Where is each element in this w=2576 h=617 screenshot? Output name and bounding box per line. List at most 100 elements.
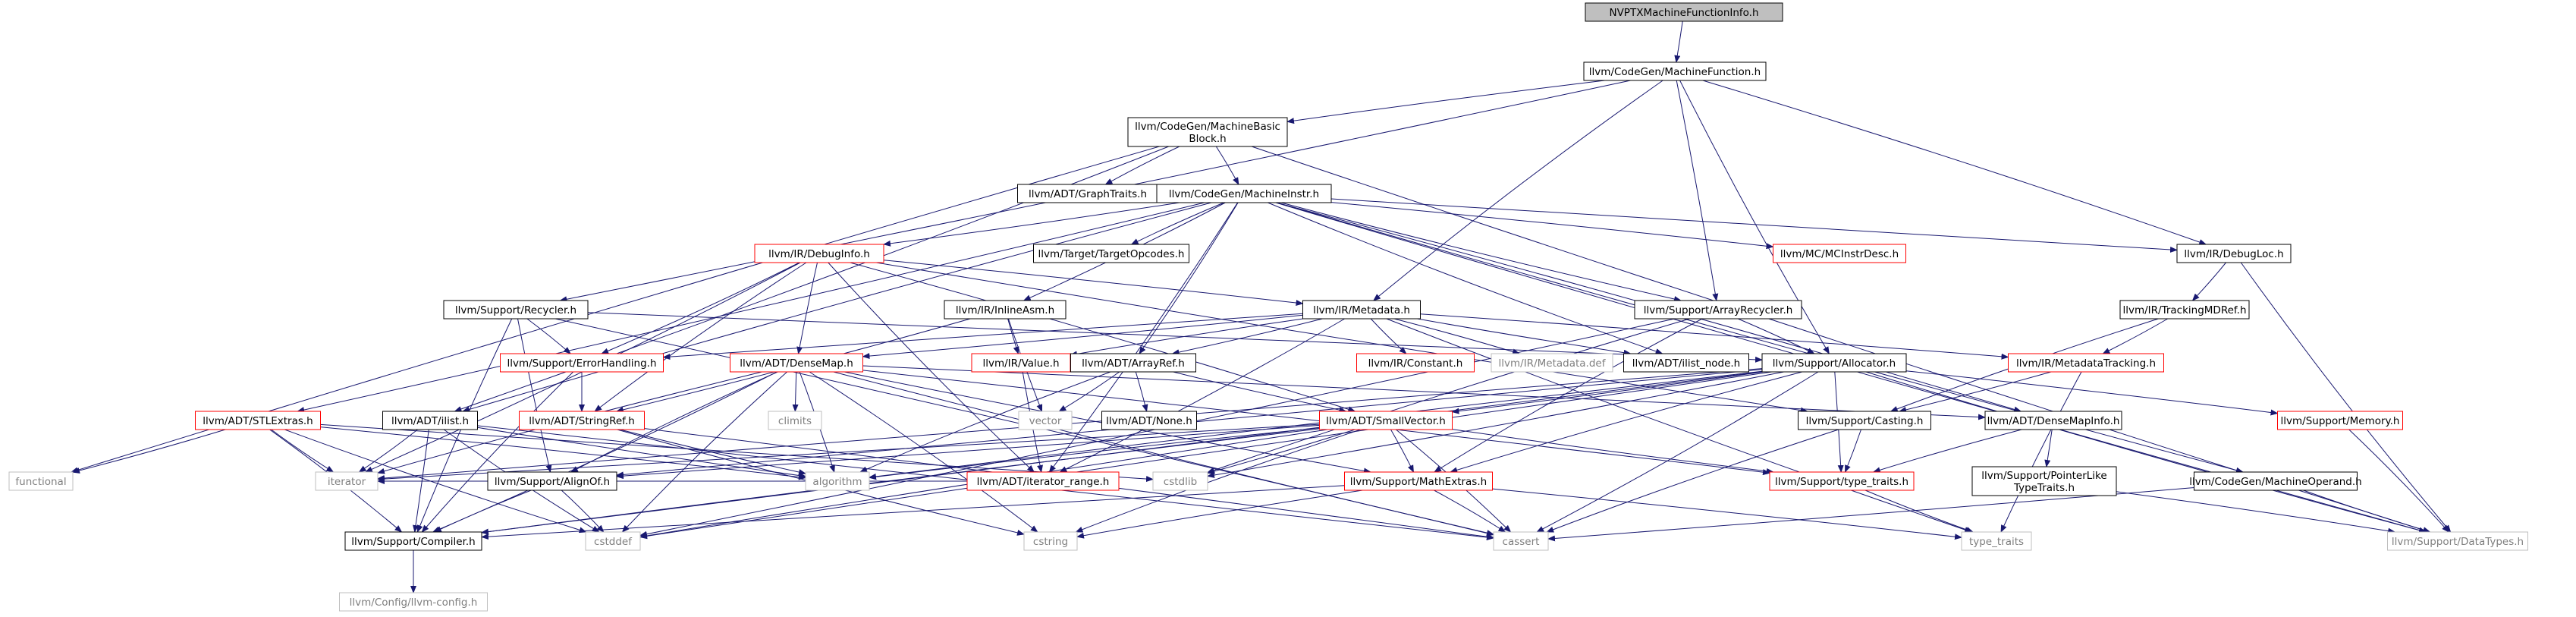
node-none[interactable]: llvm/ADT/None.h [1101,411,1197,430]
node-di[interactable]: llvm/IR/DebugInfo.h [754,244,884,263]
node-llvmcfg: llvm/Config/llvm-config.h [339,592,488,612]
node-to[interactable]: llvm/Target/TargetOpcodes.h [1033,244,1189,263]
node-md[interactable]: llvm/IR/Metadata.h [1302,300,1421,320]
node-mi[interactable]: llvm/CodeGen/MachineInstr.h [1156,184,1332,203]
edge-alignof-to-comp [433,490,532,533]
header-nodes: NVPTXMachineFunctionInfo.h llvm/CodeGen/M… [8,2,2528,612]
node-box [1971,466,2117,496]
edge-stle-to-iterator [271,429,335,473]
node-irange[interactable]: llvm/ADT/iterator_range.h [966,471,1120,491]
node-sv[interactable]: llvm/ADT/SmallVector.h [1319,411,1453,430]
node-label: llvm/ADT/None.h [1106,415,1192,427]
edge-eh-to-comp [421,371,574,533]
node-gt[interactable]: llvm/ADT/GraphTraits.h [1017,184,1158,203]
edge-md-to-type_traits [1386,318,1973,533]
edge-aref-to-none [1135,371,1148,412]
edge-di-to-md [883,260,1304,306]
edge-di-to-cast [876,262,1808,414]
node-label: llvm/Support/Memory.h [2281,415,2400,427]
edge-tmd-to-mdt [2102,318,2168,354]
node-dl[interactable]: llvm/IR/DebugLoc.h [2176,244,2292,263]
node-label: llvm/ADT/DenseMap.h [740,357,853,370]
node-label: llvm/IR/MetadataTracking.h [2016,357,2156,370]
node-ilnode[interactable]: llvm/ADT/ilist_node.h [1623,353,1749,373]
node-label: iterator [328,476,366,488]
edge-md-to-dm [862,314,1303,360]
node-label-line2: TypeTraits.h [2013,482,2075,494]
node-alignof[interactable]: llvm/Support/AlignOf.h [487,471,617,491]
node-sref[interactable]: llvm/ADT/StringRef.h [519,411,645,430]
edge-mi-to-aref [1139,202,1239,354]
node-box [1634,300,1802,320]
edge-dm-to-mext [843,371,1371,474]
node-label: llvm/ADT/ilist.h [391,415,469,427]
node-box [2008,353,2164,373]
node-rec[interactable]: llvm/Support/Recycler.h [443,300,589,320]
node-label: llvm/ADT/ilist_node.h [1632,357,1740,370]
node-val[interactable]: llvm/IR/Value.h [971,353,1071,373]
node-type_traits: type_traits [1961,531,2032,551]
node-ia[interactable]: llvm/IR/InlineAsm.h [944,300,1067,320]
node-cstddef: cstddef [585,531,641,551]
node-box [1583,61,1767,81]
node-label: llvm/MC/MCInstrDesc.h [1780,248,1899,260]
edge-md-to-eh [662,313,1303,360]
node-mext[interactable]: llvm/Support/MathExtras.h [1344,471,1493,491]
node-ar[interactable]: llvm/Support/ArrayRecycler.h [1634,300,1802,320]
edge-dm-to-climits [792,371,799,412]
edge-mi-to-mcid [1330,202,1774,250]
node-box [1017,184,1158,203]
node-label: llvm/ADT/SmallVector.h [1326,415,1446,427]
node-eh[interactable]: llvm/Support/ErrorHandling.h [500,353,664,373]
node-box [1156,184,1332,203]
node-aref[interactable]: llvm/ADT/ArrayRef.h [1070,353,1196,373]
node-const[interactable]: llvm/IR/Constant.h [1356,353,1475,373]
node-mcid[interactable]: llvm/MC/MCInstrDesc.h [1773,244,1906,263]
edge-md-to-val [1070,318,1304,357]
edge-mext-to-cassert [1434,490,1506,533]
node-stle[interactable]: llvm/ADT/STLExtras.h [195,411,321,430]
node-root[interactable]: NVPTXMachineFunctionInfo.h [1585,2,1783,22]
node-mf[interactable]: llvm/CodeGen/MachineFunction.h [1583,61,1767,81]
node-ilist[interactable]: llvm/ADT/ilist.h [382,411,478,430]
node-tmd[interactable]: llvm/IR/TrackingMDRef.h [2119,300,2250,320]
node-box [2277,411,2403,430]
node-label: llvm/CodeGen/MachineInstr.h [1169,188,1319,200]
node-box [1356,353,1475,373]
node-box [1493,531,1549,551]
node-box [339,592,488,612]
node-tt[interactable]: llvm/Support/type_traits.h [1769,471,1915,491]
node-box [315,471,379,491]
edge-mi-to-mop [1276,202,2244,474]
node-mem[interactable]: llvm/Support/Memory.h [2277,411,2403,430]
edge-sv-to-comp [481,428,1320,535]
edge-mf-to-alloc [1679,80,1830,354]
node-box [1152,471,1208,491]
node-label: llvm/IR/Constant.h [1368,357,1463,370]
node-comp[interactable]: llvm/Support/Compiler.h [344,531,482,551]
node-cast[interactable]: llvm/Support/Casting.h [1798,411,1931,430]
edge-ar-to-cstdlib [1207,318,1690,474]
dependency-edges [71,20,2452,593]
edge-dl-to-dtypes [2240,262,2452,533]
node-dm[interactable]: llvm/ADT/DenseMap.h [730,353,863,373]
node-mop[interactable]: llvm/CodeGen/MachineOperand.h [2189,471,2362,491]
edge-sv-to-cstdlib [1207,429,1356,474]
node-label: cstring [1033,536,1068,548]
node-box [1070,353,1196,373]
node-box [754,244,884,263]
node-box [1984,411,2122,430]
edge-alloc-to-mext [1450,371,1802,474]
node-dmi[interactable]: llvm/ADT/DenseMapInfo.h [1984,411,2122,430]
node-alloc[interactable]: llvm/Support/Allocator.h [1761,353,1907,373]
edge-root-to-mf [1674,20,1683,63]
edge-stle-to-algorithm [320,427,806,480]
edge-alloc-to-sv [1451,371,1764,414]
edge-mf-to-dl [1702,80,2207,245]
node-label: llvm/IR/Metadata.def [1499,357,1607,370]
node-box [2119,300,2250,320]
node-mdt[interactable]: llvm/IR/MetadataTracking.h [2008,353,2164,373]
node-label: llvm/Support/ErrorHandling.h [507,357,656,370]
